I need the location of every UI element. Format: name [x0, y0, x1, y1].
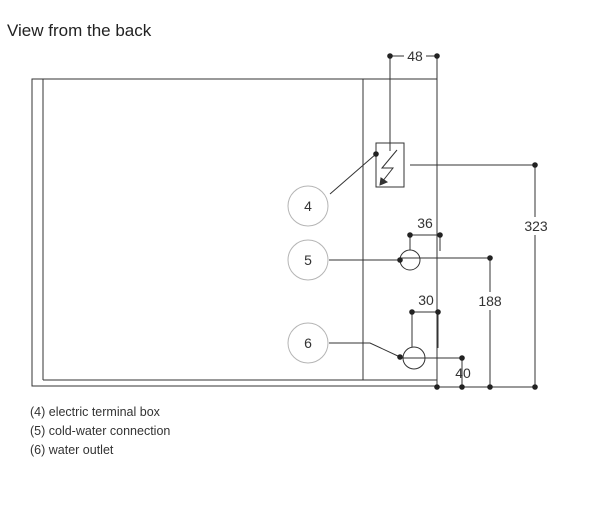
dimension-323: 323: [524, 218, 548, 234]
callout-6-circle: [287, 322, 329, 364]
dimension-30: 30: [418, 292, 434, 308]
dimension-40: 40: [455, 365, 471, 381]
legend-item: (6) water outlet: [30, 443, 114, 457]
legend: (4) electric terminal box (5) cold-water…: [30, 403, 170, 460]
callout-5-circle: [287, 239, 329, 281]
callout-4-label: 4: [304, 198, 312, 214]
dimension-48: 48: [407, 48, 423, 64]
callout-4-circle: [287, 185, 329, 227]
legend-item: (4) electric terminal box: [30, 405, 160, 419]
callout-6-leader: [329, 342, 401, 358]
callout-4-leader: [329, 153, 377, 195]
lightning-icon: [380, 149, 398, 183]
legend-item: (5) cold-water connection: [30, 424, 171, 438]
dimension-188: 188: [478, 293, 502, 309]
callout-6-label: 6: [304, 335, 312, 351]
dimension-36: 36: [417, 215, 433, 231]
appliance-outline: [31, 78, 438, 387]
diagram-title: View from the back: [7, 21, 152, 40]
callout-5-label: 5: [304, 252, 312, 268]
cold-water-connection: [399, 249, 421, 271]
arrow-head-icon: [379, 177, 389, 186]
